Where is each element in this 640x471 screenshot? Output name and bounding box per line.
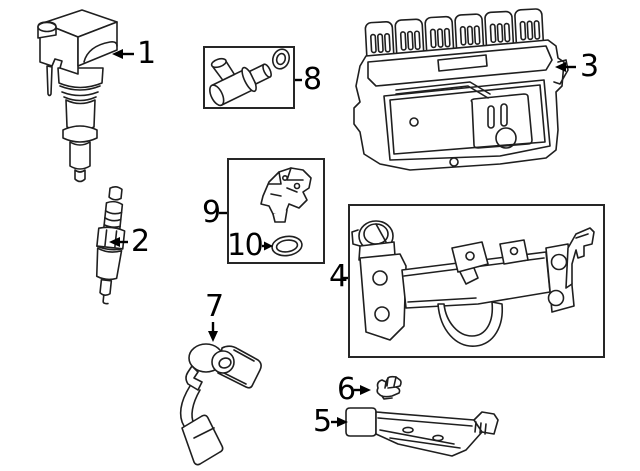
arrow-5: [331, 417, 348, 427]
callout-2: 2: [131, 224, 150, 259]
engine-control-module-drawing: [353, 8, 569, 171]
spark-plug-drawing: [95, 185, 126, 305]
retaining-clip-drawing: [376, 375, 402, 400]
lower-bracket-drawing: [345, 407, 499, 457]
arrow-3: [555, 62, 576, 72]
callout-4: 4: [329, 259, 348, 294]
arrow-1: [112, 49, 134, 59]
arrow-10: [262, 241, 273, 251]
arrow-6: [354, 385, 371, 395]
callout-8: 8: [303, 62, 322, 97]
mounting-bracket-drawing: [351, 220, 595, 347]
crankshaft-position-sensor-drawing: [179, 343, 262, 466]
camshaft-position-sensor-drawing: [209, 48, 291, 107]
callout-1: 1: [137, 36, 156, 71]
arrow-7: [208, 322, 218, 342]
arrow-2: [109, 237, 128, 247]
callout-6: 6: [337, 372, 356, 407]
callout-5: 5: [313, 404, 332, 439]
callout-10: 10: [227, 228, 264, 263]
callout-7: 7: [205, 289, 224, 324]
sensor-drawing: [260, 167, 312, 257]
callout-9: 9: [202, 195, 221, 230]
callout-3: 3: [580, 49, 599, 84]
ignition-coil-drawing: [37, 9, 118, 183]
